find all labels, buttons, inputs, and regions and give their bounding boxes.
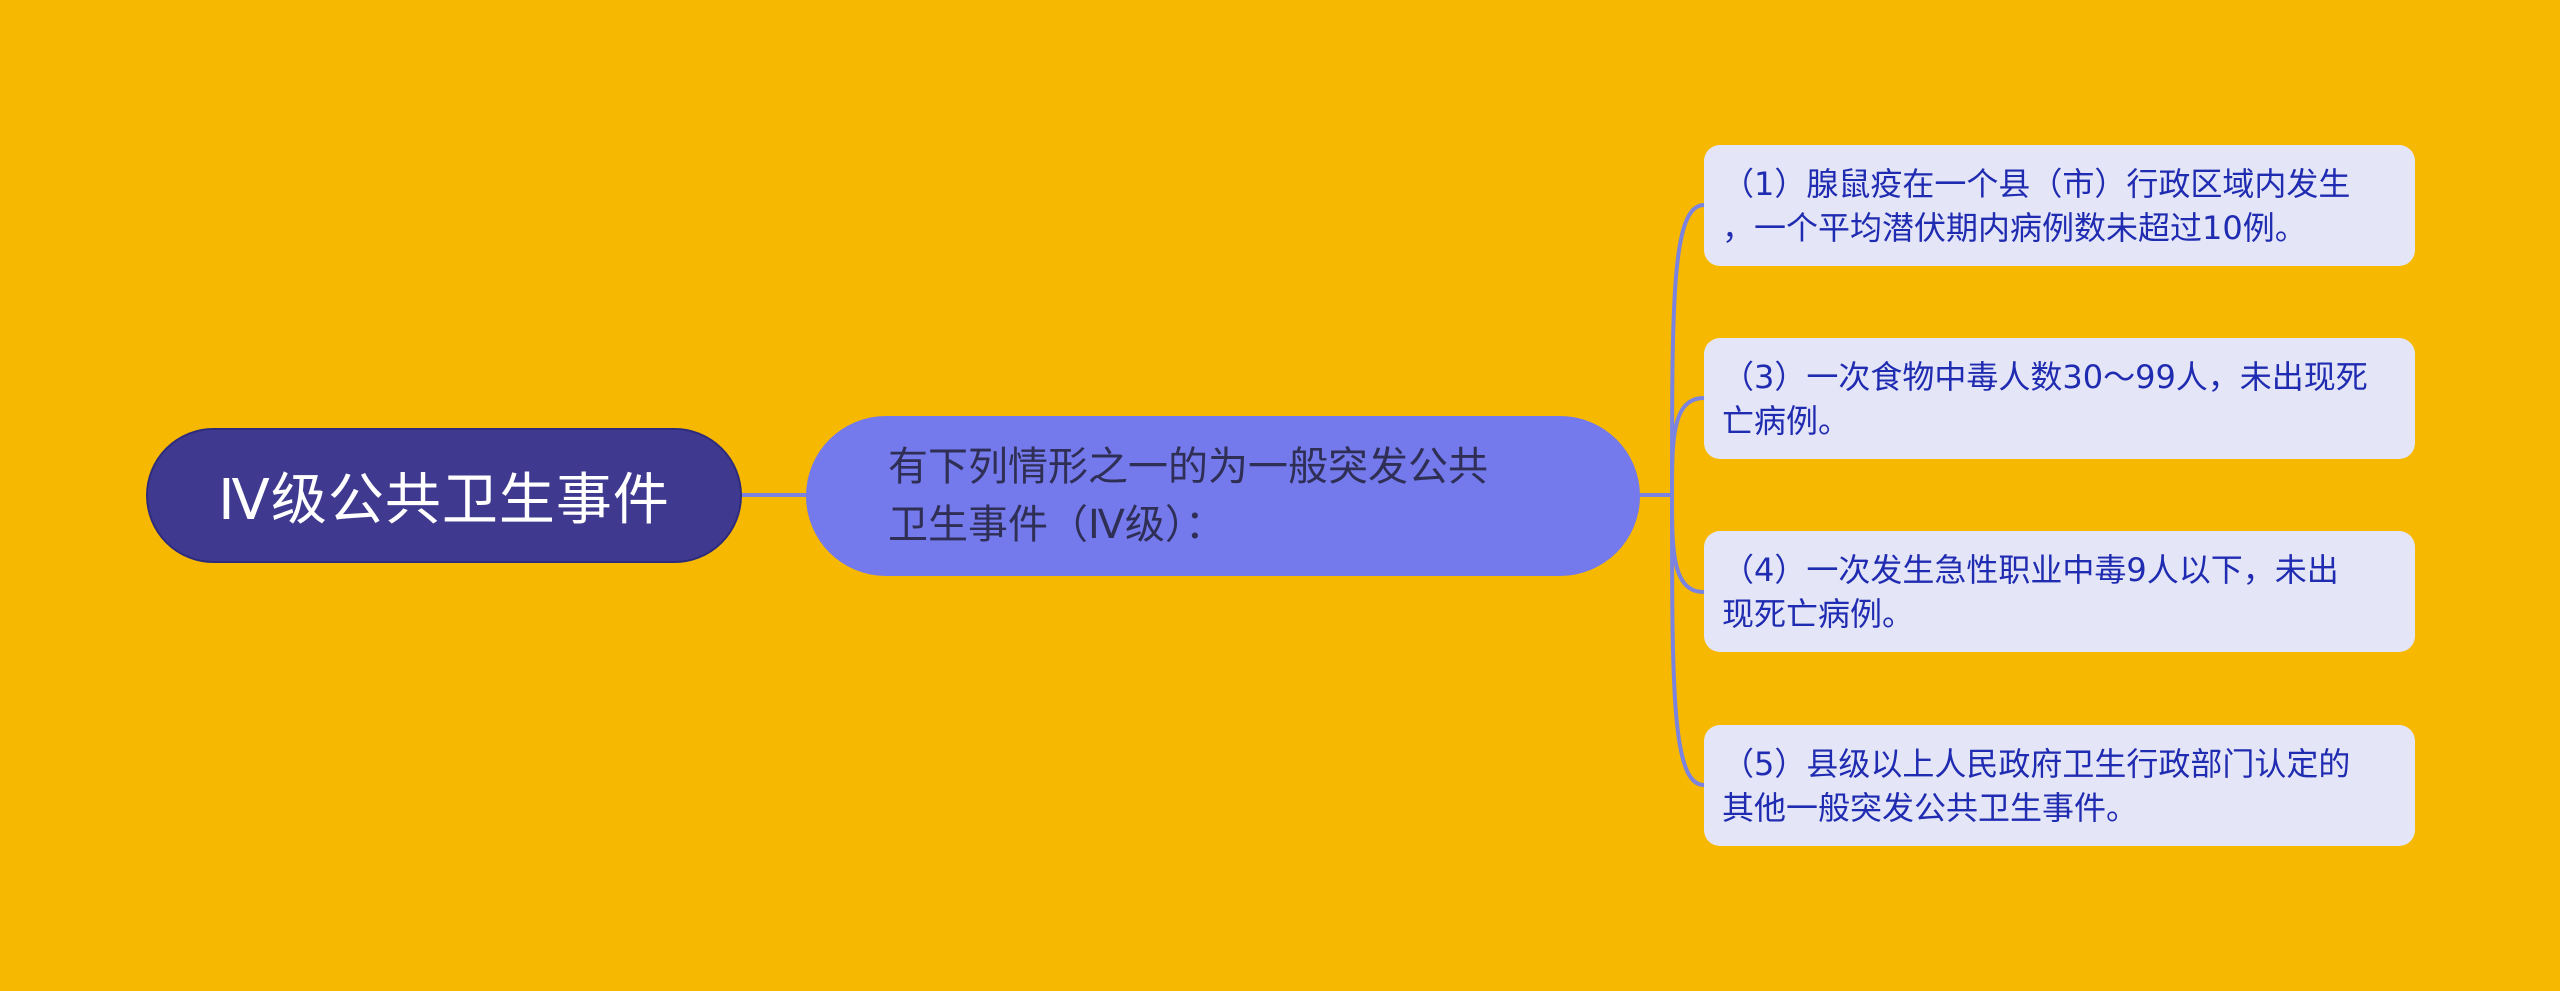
- central-topic-text: 有下列情形之一的为一般突发公共 卫生事件（Ⅳ级）：: [888, 438, 1488, 554]
- leaf-node-2-line-2: 亡病例。: [1722, 401, 1851, 440]
- leaf-node-4[interactable]: （5）县级以上人民政府卫生行政部门认定的 其他一般突发公共卫生事件。: [1704, 725, 2415, 846]
- leaf-node-3-line-2: 现死亡病例。: [1722, 594, 1915, 633]
- leaf-node-3-text: （4）一次发生急性职业中毒9人以下，未出 现死亡病例。: [1722, 548, 2339, 636]
- leaf-node-2-text: （3）一次食物中毒人数30～99人，未出现死 亡病例。: [1722, 355, 2368, 443]
- leaf-2-connector: [1670, 396, 1705, 496]
- leaf-node-3-line-1: （4）一次发生急性职业中毒9人以下，未出: [1722, 550, 2339, 589]
- root-node[interactable]: Ⅳ级公共卫生事件: [146, 428, 742, 563]
- leaf-1-connector: [1670, 203, 1705, 496]
- central-topic-line-2: 卫生事件（Ⅳ级）：: [888, 502, 1225, 548]
- leaf-node-1-line-1: （1）腺鼠疫在一个县（市）行政区域内发生: [1722, 164, 2351, 203]
- leaf-node-4-text: （5）县级以上人民政府卫生行政部门认定的 其他一般突发公共卫生事件。: [1722, 742, 2350, 830]
- leaf-node-4-line-1: （5）县级以上人民政府卫生行政部门认定的: [1722, 744, 2351, 783]
- leaf-3-connector: [1670, 494, 1705, 594]
- central-topic-line-1: 有下列情形之一的为一般突发公共: [888, 444, 1488, 490]
- leaf-4-connector: [1670, 494, 1705, 787]
- leaf-node-1-line-2: ，一个平均潜伏期内病例数未超过10例。: [1722, 208, 2307, 247]
- leaf-node-4-line-2: 其他一般突发公共卫生事件。: [1722, 788, 2139, 827]
- leaf-node-3[interactable]: （4）一次发生急性职业中毒9人以下，未出 现死亡病例。: [1704, 531, 2415, 652]
- leaf-node-2-line-1: （3）一次食物中毒人数30～99人，未出现死: [1722, 357, 2368, 396]
- root-node-label: Ⅳ级公共卫生事件: [218, 468, 670, 533]
- leaf-node-2[interactable]: （3）一次食物中毒人数30～99人，未出现死 亡病例。: [1704, 338, 2415, 459]
- central-topic-node[interactable]: 有下列情形之一的为一般突发公共 卫生事件（Ⅳ级）：: [806, 416, 1640, 576]
- leaf-node-1-text: （1）腺鼠疫在一个县（市）行政区域内发生 ，一个平均潜伏期内病例数未超过10例。: [1722, 162, 2350, 250]
- leaf-node-1[interactable]: （1）腺鼠疫在一个县（市）行政区域内发生 ，一个平均潜伏期内病例数未超过10例。: [1704, 145, 2415, 266]
